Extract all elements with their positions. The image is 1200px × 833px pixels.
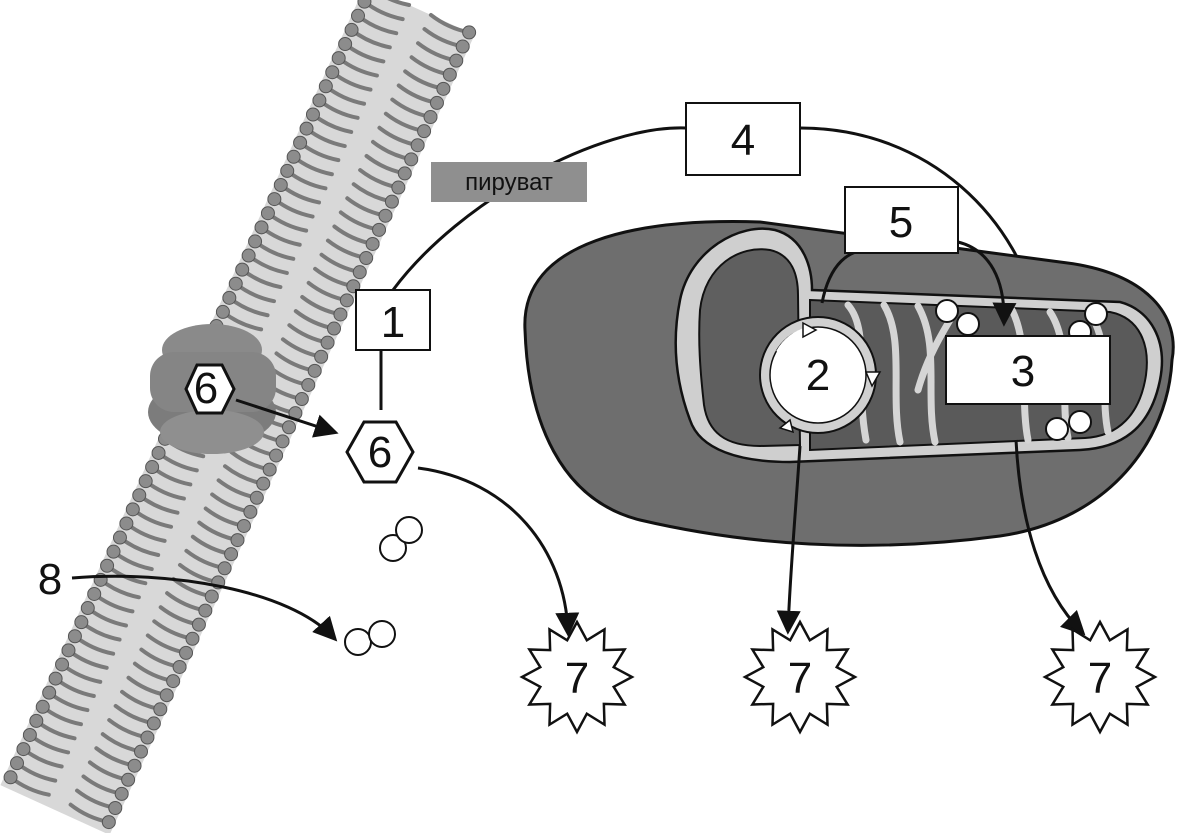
arrow-box5-to-membrane [957,240,1017,327]
label-8: 8 [38,555,62,604]
cycle-arrow-icon [778,418,795,434]
label-box-4: 4 [685,102,801,176]
arrow-krebs-to-energy [776,445,802,635]
cycle-arrow-icon [864,371,882,388]
arrow-chain-to-energy [1014,439,1086,636]
pyruvate-tag: пируват [431,162,587,202]
star-label-right: 7 [1088,654,1112,703]
glucose-hexagon-channel: 6 [184,363,236,415]
cycle-arrow-icon [802,321,818,339]
krebs-cycle: 2 [759,316,882,434]
star-label-left: 7 [565,654,589,703]
hex-label-channel: 6 [194,364,218,413]
svg-text:пируват: пируват [465,169,553,196]
krebs-label: 2 [806,351,830,400]
svg-text:1: 1 [381,298,405,347]
energy-star-right [1042,619,1158,735]
hex-label-cytoplasm: 6 [368,428,392,477]
label-box-3: 3 [945,335,1111,405]
label-box-5: 5 [844,186,959,254]
svg-text:4: 4 [731,116,755,165]
label-box-1: 1 [355,289,431,351]
svg-text:3: 3 [1011,347,1035,396]
oxygen-molecule-upper [379,516,423,562]
arrow-cytoplasm-to-energy [417,466,580,637]
svg-text:5: 5 [889,198,913,247]
arrow-channel-to-cytoplasm [235,398,339,438]
arrow-oxygen-entry [71,574,338,642]
energy-star-left [519,619,635,735]
glucose-hexagon-cytoplasm: 6 [345,420,415,484]
oxygen-molecule-lower [344,620,396,656]
energy-star-middle [742,619,858,735]
star-label-middle: 7 [788,654,812,703]
